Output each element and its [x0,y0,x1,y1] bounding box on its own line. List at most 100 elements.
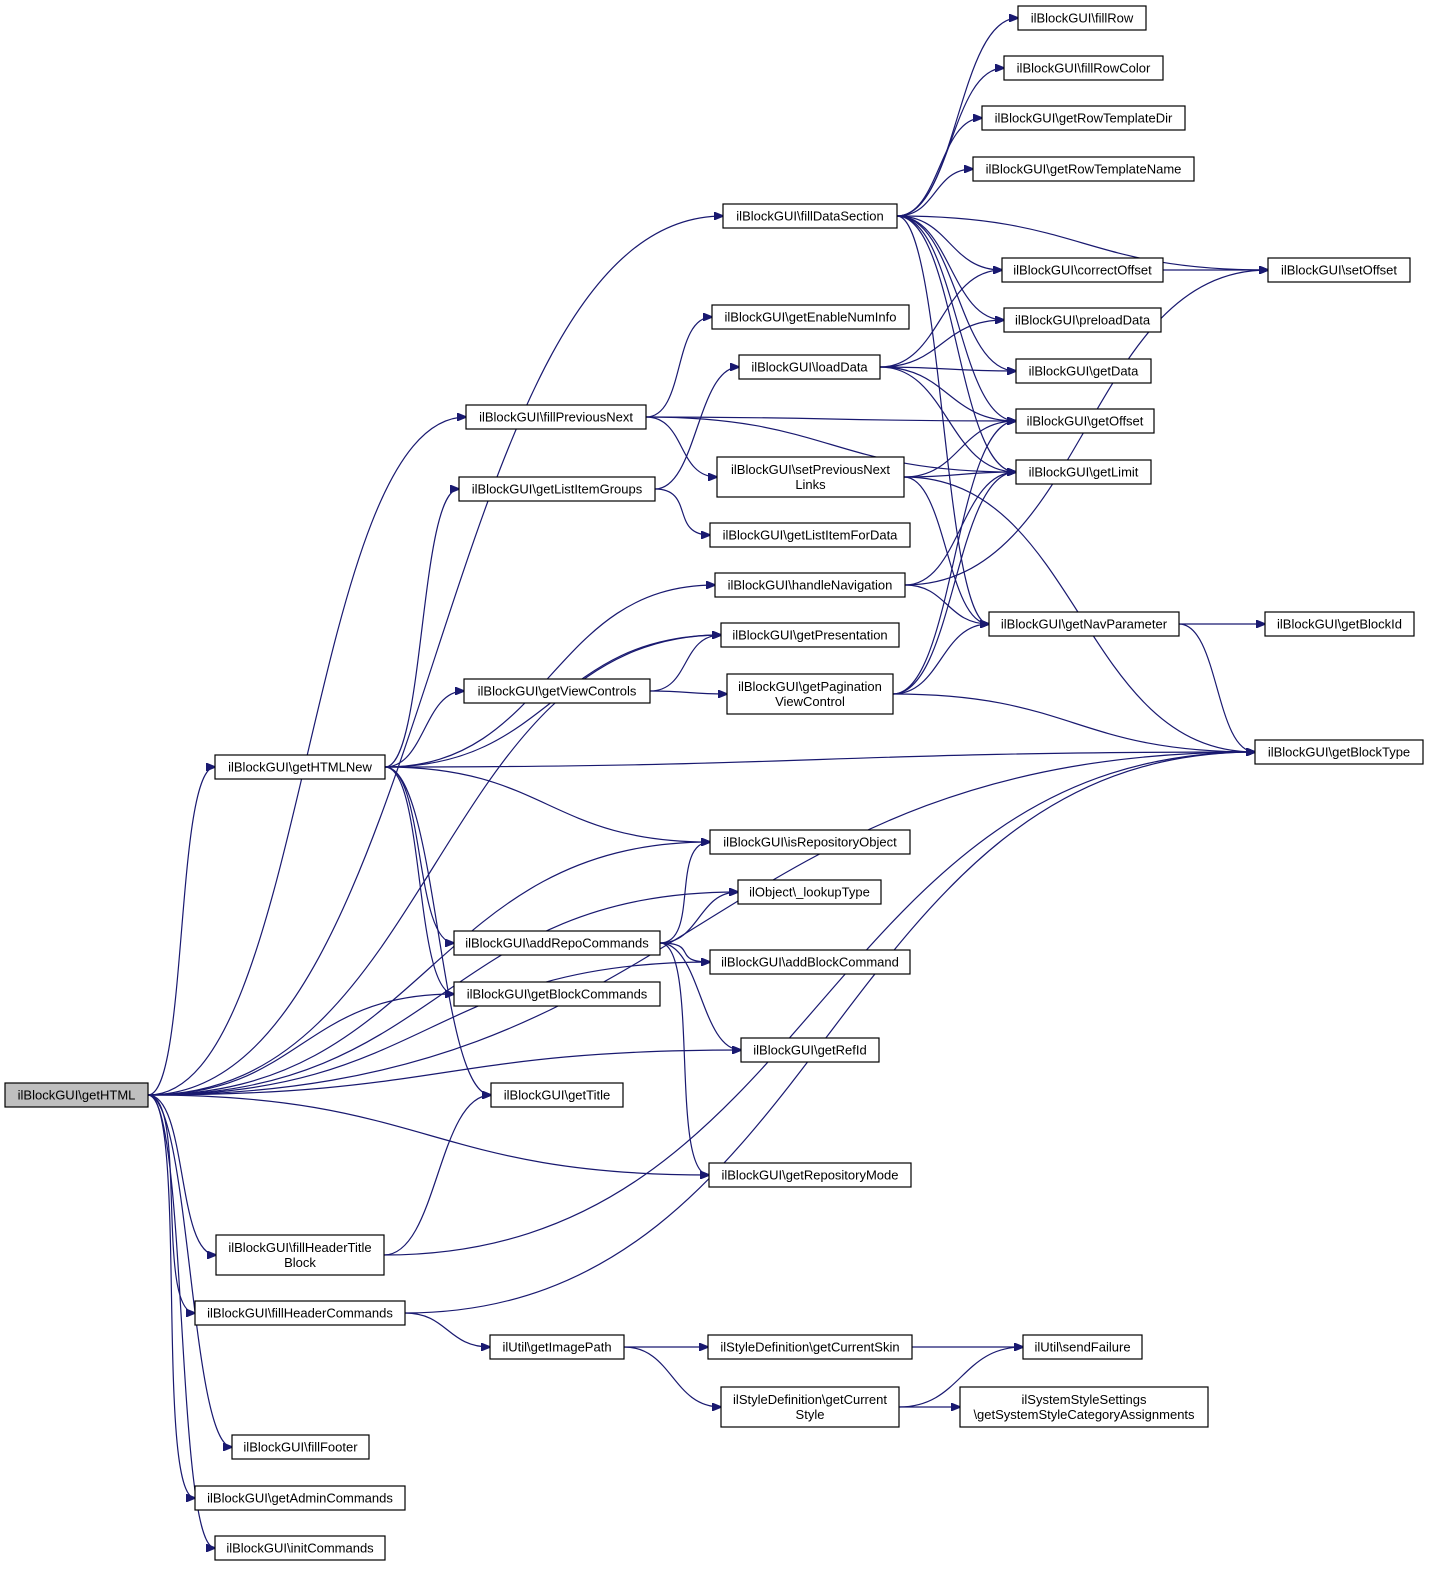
edge-path [903,421,1016,478]
node-label: ilBlockGUI\setOffset [1281,263,1397,278]
edge-addRepoCommands-to-getRefId [659,942,741,1050]
node-label: ilBlockGUI\getData [1029,364,1140,379]
node-label: ilBlockGUI\getHTMLNew [228,760,372,775]
edge-path [904,472,1016,586]
node-box [981,105,1186,131]
edge-setPreviousNextLinks-to-getNavParameter [903,476,989,624]
node-getBlockType[interactable]: ilBlockGUI\getBlockType [1254,739,1424,765]
edge-loadData-to-correctOffset [879,270,1002,368]
edge-getViewControls-to-getPaginationViewControl [649,691,727,694]
node-box [988,611,1180,637]
edge-path [654,367,739,490]
node-getEnableNumInfo[interactable]: ilBlockGUI\getEnableNumInfo [711,304,910,330]
node-fillRowColor[interactable]: ilBlockGUI\fillRowColor [1003,55,1164,81]
node-fillHeaderCommands[interactable]: ilBlockGUI\fillHeaderCommands [194,1300,406,1326]
node-fillPreviousNext[interactable]: ilBlockGUI\fillPreviousNext [465,404,647,430]
node-addRepoCommands[interactable]: ilBlockGUI\addRepoCommands [453,930,661,956]
node-box [737,879,882,905]
node-getAdminCommands[interactable]: ilBlockGUI\getAdminCommands [194,1485,406,1511]
node-label: \getSystemStyleCategoryAssignments [973,1407,1195,1422]
node-box [453,930,661,956]
node-addBlockCommand[interactable]: ilBlockGUI\addBlockCommand [709,949,911,975]
node-label: ilBlockGUI\fillRow [1031,11,1134,26]
node-getTitle[interactable]: ilBlockGUI\getTitle [490,1082,624,1108]
node-box [722,203,898,229]
edge-path [147,635,721,1096]
node-initCommands[interactable]: ilBlockGUI\initCommands [214,1535,386,1561]
node-setOffset[interactable]: ilBlockGUI\setOffset [1267,257,1411,283]
node-getNavParameter[interactable]: ilBlockGUI\getNavParameter [988,611,1180,637]
node-fillRow[interactable]: ilBlockGUI\fillRow [1017,5,1147,31]
node-lookupType[interactable]: ilObject\_lookupType [737,879,882,905]
node-label: Block [284,1255,316,1270]
edge-path [892,624,989,695]
edge-path [384,766,454,994]
node-getRefId[interactable]: ilBlockGUI\getRefId [740,1037,880,1063]
node-label: ilBlockGUI\fillHeaderCommands [207,1306,393,1321]
node-getViewControls[interactable]: ilBlockGUI\getViewControls [463,678,651,704]
edge-path [892,421,1016,695]
node-getListItemGroups[interactable]: ilBlockGUI\getListItemGroups [458,476,656,502]
edge-getHTML-to-getRefId [147,1050,741,1096]
edge-fillDataSection-to-getNavParameter [896,215,989,624]
node-label: ilBlockGUI\fillDataSection [736,209,883,224]
edge-path [879,320,1004,368]
edge-fillPreviousNext-to-getLimit [645,416,1016,472]
node-label: ilBlockGUI\getListItemForData [723,528,899,543]
edge-path [904,584,989,624]
edge-path [147,216,723,1096]
node-getHTML[interactable]: ilBlockGUI\getHTML [4,1082,149,1108]
node-correctOffset[interactable]: ilBlockGUI\correctOffset [1001,257,1164,283]
edge-getHTMLNew-to-getViewControls [384,691,464,768]
node-getOffset[interactable]: ilBlockGUI\getOffset [1015,408,1155,434]
node-label: ilSystemStyleSettings [1022,1392,1147,1407]
node-getLimit[interactable]: ilBlockGUI\getLimit [1015,459,1152,485]
edge-getImagePath-to-getCurrentStyle [623,1346,721,1407]
node-label: ilObject\_lookupType [749,885,870,900]
node-handleNavigation[interactable]: ilBlockGUI\handleNavigation [714,572,906,598]
node-label: ViewControl [775,694,845,709]
edge-path [654,488,710,535]
node-fillDataSection[interactable]: ilBlockGUI\fillDataSection [722,203,898,229]
node-getBlockCommands[interactable]: ilBlockGUI\getBlockCommands [453,981,661,1007]
node-loadData[interactable]: ilBlockGUI\loadData [738,354,881,380]
edge-getPaginationViewControl-to-getLimit [892,472,1016,695]
node-box [489,1334,625,1360]
node-label: ilBlockGUI\getListItemGroups [472,482,643,497]
edge-path [147,1094,216,1255]
edge-path [147,892,738,1096]
edge-getHTML-to-lookupType [147,892,738,1096]
node-isRepositoryObject[interactable]: ilBlockGUI\isRepositoryObject [709,829,911,855]
node-box [1003,55,1164,81]
node-preloadData[interactable]: ilBlockGUI\preloadData [1003,307,1162,333]
node-getRepositoryMode[interactable]: ilBlockGUI\getRepositoryMode [708,1162,912,1188]
node-getData[interactable]: ilBlockGUI\getData [1015,358,1152,384]
node-sendFailure[interactable]: ilUtil\sendFailure [1022,1334,1143,1360]
edge-path [896,215,1016,421]
node-layer: ilBlockGUI\getHTML ilBlockGUI\fillRow ilBl… [4,5,1424,1561]
node-getPresentation[interactable]: ilBlockGUI\getPresentation [720,622,900,648]
edge-addRepoCommands-to-getRepositoryMode [659,942,709,1175]
node-getCurrentSkin[interactable]: ilStyleDefinition\getCurrentSkin [707,1334,913,1360]
edge-getHTML-to-getHTMLNew [147,767,215,1096]
node-getRowTemplateName[interactable]: ilBlockGUI\getRowTemplateName [972,156,1195,182]
node-getBlockId[interactable]: ilBlockGUI\getBlockId [1264,611,1415,637]
edge-path [384,691,464,768]
edge-fillDataSection-to-fillRowColor [896,68,1004,217]
edge-getNavParameter-to-getBlockType [1178,623,1255,752]
node-label: Links [795,477,826,492]
node-getRowTemplateDir[interactable]: ilBlockGUI\getRowTemplateDir [981,105,1186,131]
node-label: ilBlockGUI\getNavParameter [1001,617,1168,632]
node-getHTMLNew[interactable]: ilBlockGUI\getHTMLNew [214,754,386,780]
node-getListItemForData[interactable]: ilBlockGUI\getListItemForData [709,522,911,548]
node-label: ilBlockGUI\initCommands [226,1541,374,1556]
node-fillFooter[interactable]: ilBlockGUI\fillFooter [231,1434,370,1460]
node-getSystemStyleCategoryAssignments[interactable]: ilSystemStyleSettings\getSystemStyleCate… [959,1386,1209,1428]
edge-handleNavigation-to-getNavParameter [904,584,989,624]
node-getImagePath[interactable]: ilUtil\getImagePath [489,1334,625,1360]
